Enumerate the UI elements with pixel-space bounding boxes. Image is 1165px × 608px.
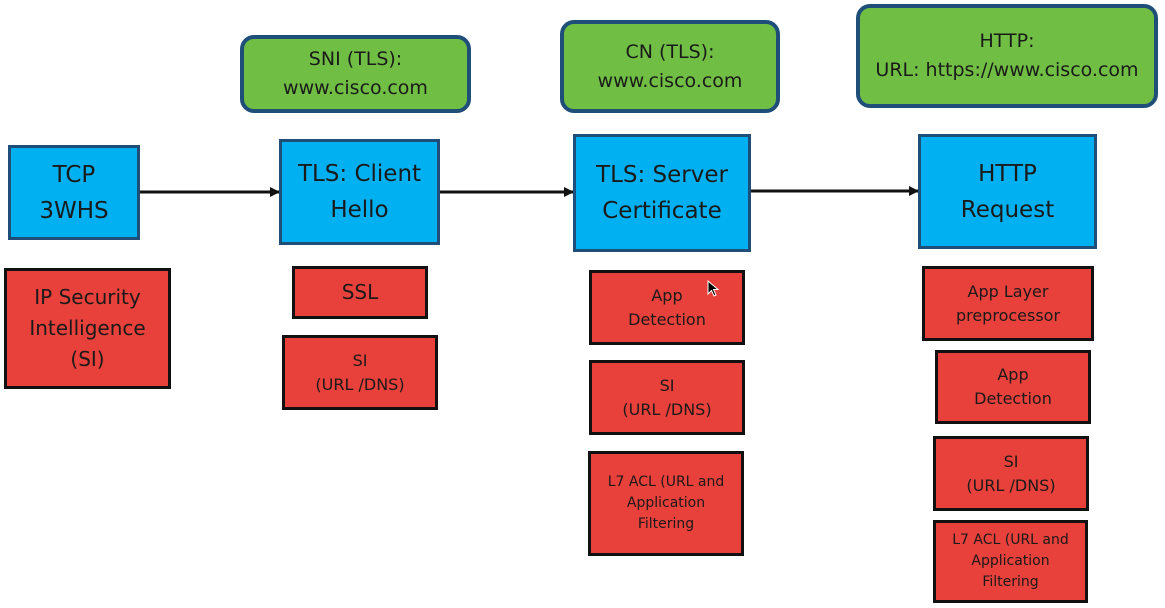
- feature-app-detection: App Detection: [935, 350, 1091, 424]
- field-sni-tls: SNI (TLS): www.cisco.com: [240, 35, 471, 113]
- stage-tcp-3whs: TCP 3WHS: [8, 145, 140, 240]
- feature-app-layer-preprocessor: App Layer preprocessor: [922, 266, 1094, 341]
- feature-ip-security-intelligence: IP Security Intelligence (SI): [4, 268, 171, 389]
- feature-si-url-dns: SI (URL /DNS): [589, 360, 745, 435]
- field-cn-tls: CN (TLS): www.cisco.com: [560, 20, 780, 113]
- field-http-url: HTTP: URL: https://www.cisco.com: [856, 4, 1158, 108]
- stage-tls-server-certificate: TLS: Server Certificate: [573, 134, 751, 252]
- feature-l7-acl: L7 ACL (URL and Application Filtering: [933, 520, 1088, 603]
- feature-app-detection: App Detection: [589, 270, 745, 345]
- feature-si-url-dns: SI (URL /DNS): [282, 335, 438, 410]
- feature-si-url-dns: SI (URL /DNS): [933, 436, 1089, 511]
- stage-http-request: HTTP Request: [918, 134, 1097, 249]
- feature-l7-acl: L7 ACL (URL and Application Filtering: [588, 451, 744, 556]
- stage-tls-client-hello: TLS: Client Hello: [279, 139, 440, 245]
- mouse-pointer-icon: [707, 280, 720, 297]
- feature-ssl: SSL: [292, 266, 428, 319]
